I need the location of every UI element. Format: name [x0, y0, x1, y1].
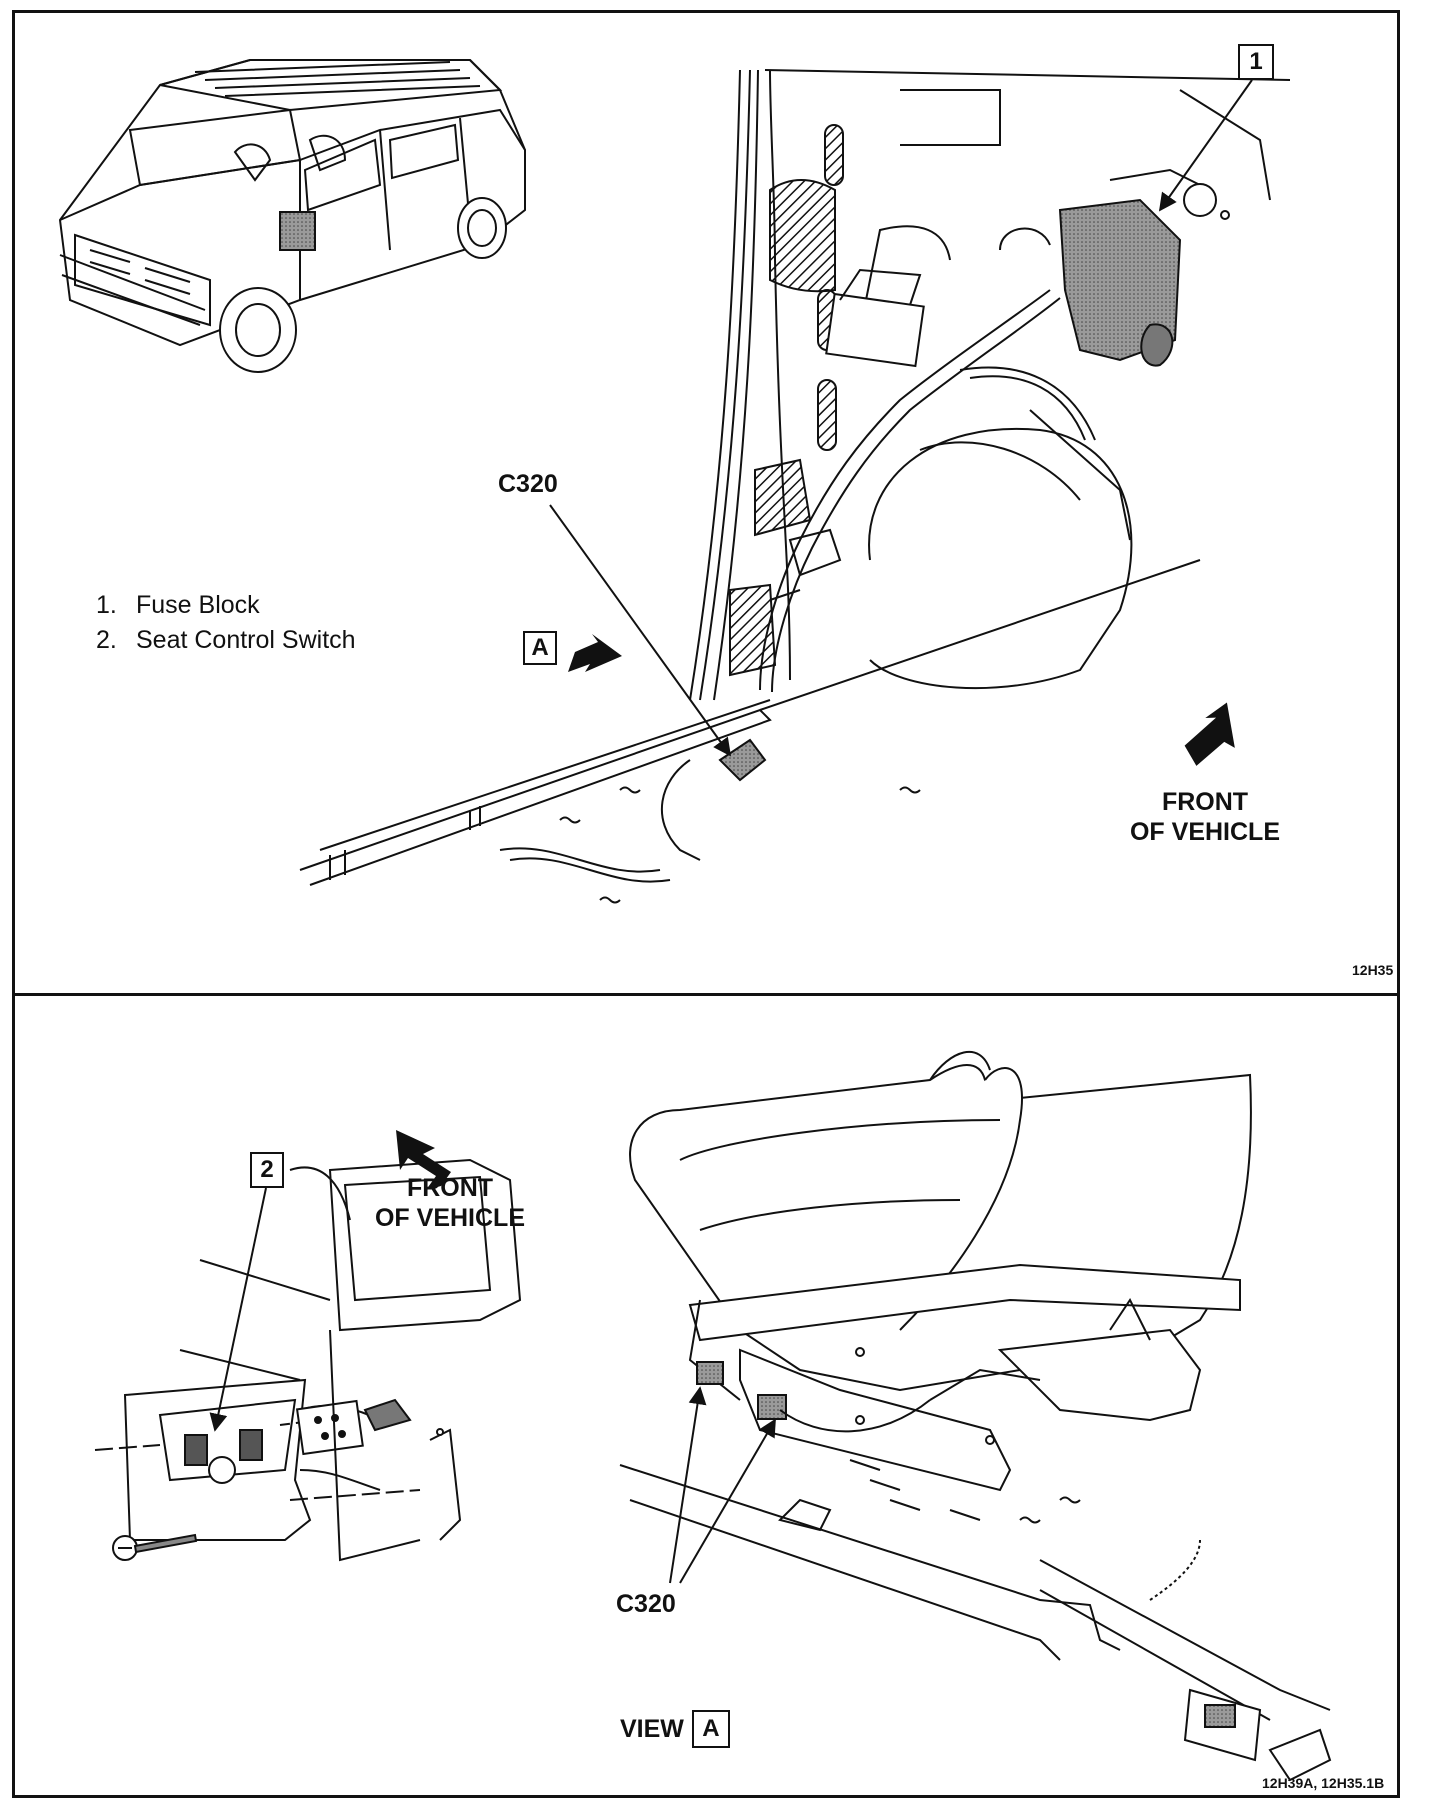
front-label-line2: OF VEHICLE [374, 1204, 525, 1232]
c320-label-bottom: C320 [616, 1590, 676, 1618]
callout-seat-switch: 2 [250, 1152, 284, 1188]
front-label-line1: FRONT [406, 1174, 494, 1202]
c320-top-leader [550, 505, 732, 757]
legend: 1. Fuse Block 2. Seat Control Switch [96, 588, 356, 658]
front-of-vehicle-label-bottom: FRONT OF VEHICLE [350, 1173, 550, 1233]
screw-icon [113, 1535, 196, 1560]
legend-item-number: 2. [96, 626, 117, 654]
callout-view-a: A [523, 631, 557, 665]
legend-item-seat-control-switch: 2. Seat Control Switch [96, 623, 356, 658]
callout-fuse-block: 1 [1238, 44, 1274, 80]
floor-rail [620, 1460, 1330, 1780]
wiring-harness [760, 226, 1095, 692]
view-label: VIEW [620, 1714, 684, 1743]
figure-code-bottom: 12H39A, 12H35.1B [1262, 1775, 1385, 1791]
front-of-vehicle-label-top: FRONT OF VEHICLE [1105, 787, 1305, 847]
van-illustration [60, 60, 525, 372]
view-a-caption: VIEW A [620, 1710, 730, 1748]
view-a-arrow [568, 634, 622, 672]
c320-bottom-leader-2 [680, 1418, 776, 1583]
wheel-well [869, 410, 1131, 688]
fuse-block-assembly [826, 184, 1229, 366]
sill-rail [300, 560, 1200, 903]
door-pillar [690, 70, 1290, 700]
diagram-frame [12, 10, 1400, 1798]
legend-item-label: Seat Control Switch [136, 626, 356, 654]
front-arrow-top [1184, 702, 1235, 766]
figure-code-top: 12H35 [1352, 962, 1394, 978]
seat-illustration [630, 1052, 1251, 1490]
legend-item-fuse-block: 1. Fuse Block [96, 588, 356, 623]
c320-label-top: C320 [498, 470, 558, 498]
fuse-block-leader [1158, 80, 1252, 212]
legend-item-number: 1. [96, 591, 117, 619]
seat-switch-illustration [95, 1160, 520, 1560]
c320-bottom-leader-1 [670, 1386, 707, 1583]
panel-divider [12, 993, 1400, 996]
legend-item-label: Fuse Block [136, 591, 260, 619]
front-label-line2: OF VEHICLE [1129, 818, 1280, 846]
view-callout: A [691, 1710, 730, 1748]
switch-leader [209, 1188, 266, 1432]
front-label-line1: FRONT [1161, 788, 1249, 816]
front-arrow-bottom [396, 1130, 451, 1190]
kick-panel-vents [730, 125, 843, 675]
